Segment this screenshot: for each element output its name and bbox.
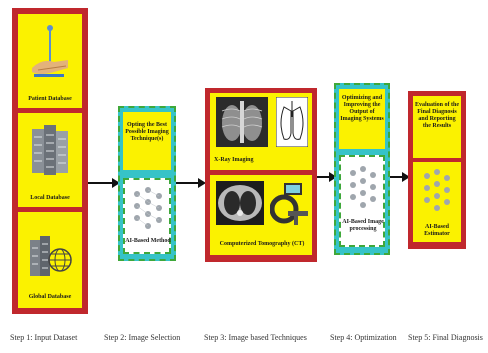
step1-card-patient: Patient Database <box>18 14 82 108</box>
step3-panel: X-Ray Imaging Computerized Tomography (C… <box>205 88 317 262</box>
chest-xray-icon <box>216 97 268 147</box>
arrow-3-head <box>329 172 337 182</box>
step4-caption: Step 4: Optimization <box>330 333 397 342</box>
step2-panel: Opting the Best Possible Imaging Techniq… <box>118 106 176 261</box>
arrow-1-head <box>112 178 120 188</box>
step2-bottom-box: AI-Based Method <box>123 178 171 254</box>
arrow-4-line <box>390 176 404 178</box>
ct-scan-icon <box>216 181 264 225</box>
lungs-diagram-icon <box>276 97 308 147</box>
step5-panel: Evaluation of the Final Diagnosis and Re… <box>408 91 466 249</box>
step1-card-global-label: Global Database <box>28 294 72 300</box>
step3-ct-box: Computerized Tomography (CT) <box>210 175 312 255</box>
step1-card-local-label: Local Database <box>30 195 70 201</box>
step3-caption: Step 3: Image based Techniques <box>204 333 307 342</box>
ct-machine-icon <box>270 181 308 227</box>
step1-card-global: Global Database <box>18 212 82 308</box>
step3-xray-label: X-Ray Imaging <box>214 157 254 163</box>
neural-network-icon <box>424 169 450 211</box>
step1-card-patient-label: Patient Database <box>28 96 72 102</box>
step5-bottom-label: AI-Based Estimator <box>424 224 450 237</box>
arrow-2-head <box>198 178 206 188</box>
step5-top-text: Evaluation of the Final Diagnosis and Re… <box>414 102 459 129</box>
step3-xray-box: X-Ray Imaging <box>210 93 312 170</box>
step2-top-box: Opting the Best Possible Imaging Techniq… <box>123 112 171 170</box>
step1-caption: Step 1: Input Dataset <box>10 333 78 342</box>
step2-caption: Step 2: Image Selection <box>104 333 181 342</box>
arrow-4-head <box>402 172 410 182</box>
step5-caption: Step 5: Final Diagnosis <box>408 333 483 342</box>
step4-top-box: Optimizing and Improving the Output of I… <box>339 89 385 149</box>
step1-panel: Patient Database Local Database <box>12 8 88 314</box>
neural-network-icon <box>350 166 376 208</box>
step4-top-text: Optimizing and Improving the Output of I… <box>340 95 384 122</box>
step4-panel: Optimizing and Improving the Output of I… <box>334 83 390 255</box>
step5-bottom-box: AI-Based Estimator <box>413 162 461 242</box>
step2-top-text: Opting the Best Possible Imaging Techniq… <box>125 122 169 142</box>
step5-top-box: Evaluation of the Final Diagnosis and Re… <box>413 96 461 158</box>
globe-server-icon <box>30 236 72 276</box>
step1-card-local: Local Database <box>18 113 82 207</box>
arrow-3-line <box>317 176 331 178</box>
arrow-2-line <box>176 182 200 184</box>
step4-bottom-label: AI-Based Image processing <box>342 219 384 232</box>
arrow-1-line <box>88 182 114 184</box>
server-icon <box>32 125 68 175</box>
step3-ct-label: Computerized Tomography (CT) <box>219 241 305 247</box>
step4-bottom-box: AI-Based Image processing <box>339 155 385 247</box>
hand-icon <box>28 22 72 84</box>
step2-bottom-label: AI-Based Method <box>125 238 171 244</box>
neural-network-icon <box>134 187 162 229</box>
